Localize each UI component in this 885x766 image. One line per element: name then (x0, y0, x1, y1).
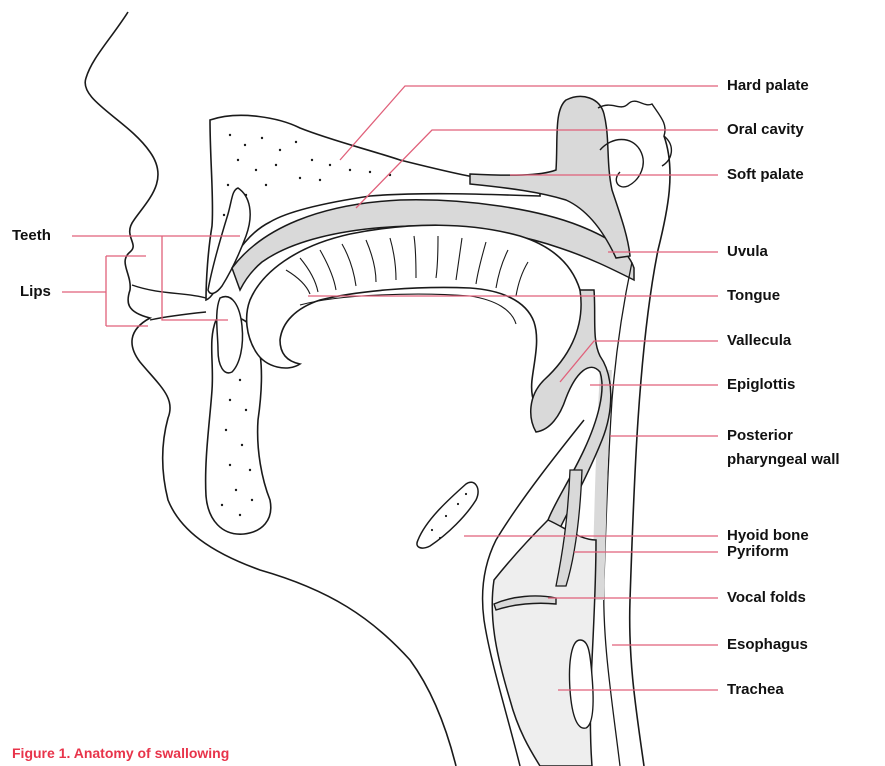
label-esophagus: Esophagus (727, 636, 808, 654)
label-tongue: Tongue (727, 287, 780, 305)
label-vallecula: Vallecula (727, 332, 791, 350)
label-uvula: Uvula (727, 243, 768, 261)
label-lips: Lips (20, 283, 51, 301)
leader-hard-palate (340, 86, 718, 160)
label-oral-cavity: Oral cavity (727, 121, 804, 139)
lips-line (132, 285, 206, 320)
label-trachea: Trachea (727, 681, 784, 699)
lower-tooth (217, 297, 243, 373)
label-pyriform: Pyriform (727, 543, 789, 561)
figure-caption: Figure 1. Anatomy of swallowing (12, 745, 229, 761)
label-posterior-pharyngeal-wall-1: Posterior (727, 427, 793, 445)
label-posterior-pharyngeal-wall-2: pharyngeal wall (727, 451, 840, 469)
label-hard-palate: Hard palate (727, 77, 809, 95)
tongue-body (247, 225, 582, 418)
pharynx-wall (630, 136, 670, 766)
label-soft-palate: Soft palate (727, 166, 804, 184)
label-epiglottis: Epiglottis (727, 376, 795, 394)
leader-lips (62, 256, 148, 326)
label-teeth: Teeth (12, 227, 51, 245)
label-vocal-folds: Vocal folds (727, 589, 806, 607)
hyoid-bone-shape (417, 482, 478, 548)
